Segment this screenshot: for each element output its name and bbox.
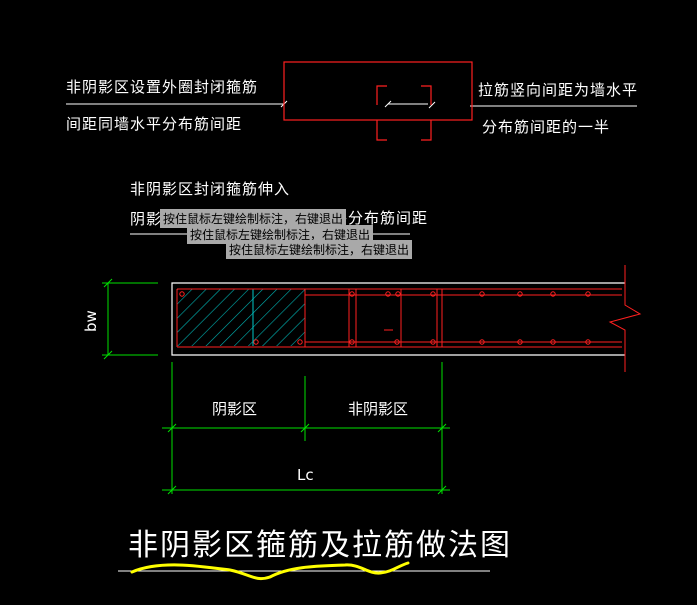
dim-bw <box>102 278 158 360</box>
note-stirrup-spacing: 间距同墙水平分布筋间距 <box>66 115 243 133</box>
bar-dot <box>349 291 355 297</box>
tie-bar-hook-right <box>421 85 432 141</box>
note-tie-vertical: 拉筋竖向间距为墙水平 <box>478 81 639 99</box>
bar-dot <box>585 339 591 345</box>
bar-dot <box>517 291 523 297</box>
bar-dot <box>479 339 485 345</box>
tooltip-annotate-3: 按住鼠标左键绘制标注，右键退出 <box>226 240 413 259</box>
highlight-scribble <box>130 561 410 581</box>
note-stirrup-outer: 非阴影区设置外圈封闭箍筋 <box>66 78 259 96</box>
dim-lc <box>162 485 450 495</box>
bar-dot <box>479 291 485 297</box>
dim-label-lc: Lc <box>297 466 314 484</box>
dim-label-non-shadow-zone: 非阴影区 <box>348 400 409 418</box>
dim-zones <box>162 362 450 494</box>
bar-dot <box>394 339 400 345</box>
leader-tick-right <box>428 101 436 109</box>
note-tie-half: 分布筋间距的一半 <box>482 118 611 136</box>
bar-dot <box>430 291 436 297</box>
tooltip-annotate-2: 按住鼠标左键绘制标注，右键退出 <box>187 225 374 244</box>
dim-label-bw: bw <box>82 310 100 332</box>
longitudinal-bars <box>179 291 591 345</box>
bar-dot <box>385 291 391 297</box>
bar-dot <box>349 339 355 345</box>
bar-dot <box>253 339 259 345</box>
tooltip-annotate-1: 按住鼠标左键绘制标注，右键退出 <box>160 209 347 228</box>
bar-dot <box>550 339 556 345</box>
drawing-title: 非阴影区箍筋及拉筋做法图 <box>128 528 512 563</box>
bar-dot <box>179 291 185 297</box>
bar-dot <box>585 291 591 297</box>
wall-outline <box>171 282 625 356</box>
bar-dot <box>550 291 556 297</box>
shadow-zone-hatch <box>177 289 305 346</box>
note-extend-into: 非阴影区封闭箍筋伸入 <box>130 180 291 198</box>
bar-dot <box>395 291 401 297</box>
bar-dot <box>297 339 303 345</box>
tie-bar-hook-left <box>376 85 387 141</box>
dim-label-shadow-zone: 阴影区 <box>212 400 258 418</box>
closed-stirrup-rect <box>283 61 473 121</box>
leader-tick-mid <box>384 100 392 108</box>
bar-dot <box>430 339 436 345</box>
wall-break-line <box>608 265 642 372</box>
bar-dot <box>517 339 523 345</box>
